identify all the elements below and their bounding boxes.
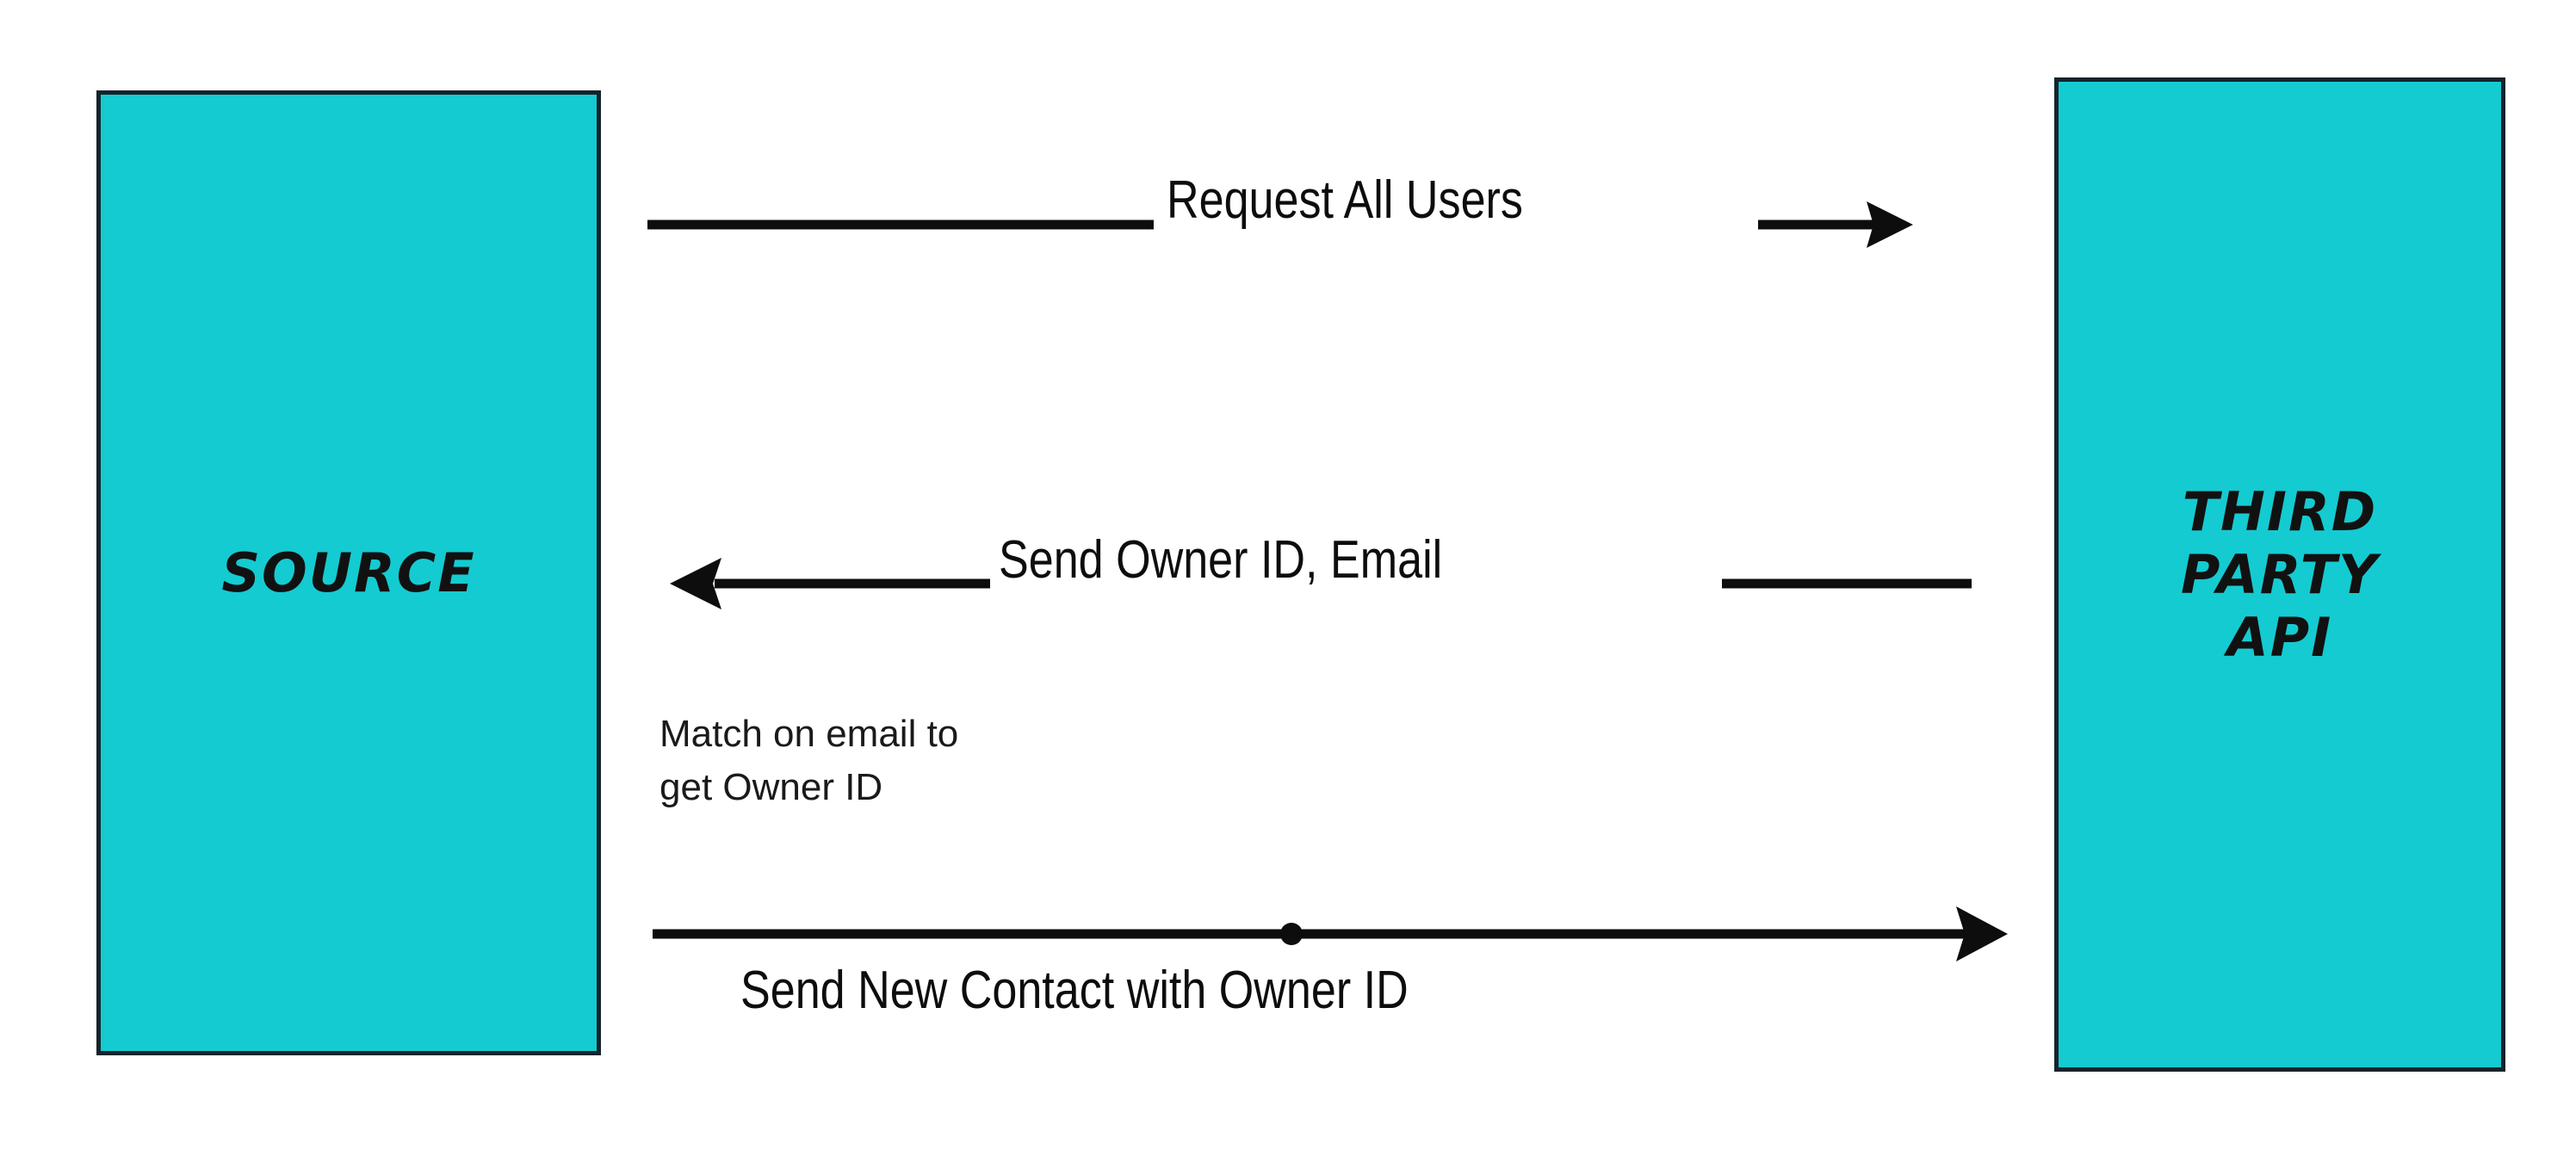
node-third-party-api[interactable]: THIRD PARTY API (2054, 77, 2505, 1072)
edge-label-send-new-contact: Send New Contact with Owner ID (740, 961, 1409, 1020)
node-source[interactable]: SOURCE (96, 90, 601, 1055)
node-third-party-api-label-line-1: THIRD (2182, 479, 2378, 543)
node-third-party-api-label-line-3: API (2226, 606, 2333, 670)
edge-send-new-contact-arrowhead (1956, 906, 2008, 961)
edge-send-new-contact-dot-marker (1280, 923, 1303, 945)
edge-request-all-users-arrowhead (1867, 201, 1913, 248)
node-source-label: SOURCE (221, 541, 475, 604)
node-third-party-api-label-line-2: PARTY (2181, 542, 2379, 606)
edge-send-new-contact[interactable] (653, 906, 2008, 961)
edge-label-send-owner-id-email: Send Owner ID, Email (999, 530, 1443, 590)
edge-label-request-all-users: Request All Users (1167, 170, 1523, 230)
node-source-label-line-1: SOURCE (221, 541, 476, 604)
node-third-party-api-label: THIRD PARTY API (2181, 480, 2379, 669)
edge-send-owner-id-email-arrowhead (670, 558, 721, 609)
note-match-on-email: Match on email to get Owner ID (659, 713, 959, 809)
